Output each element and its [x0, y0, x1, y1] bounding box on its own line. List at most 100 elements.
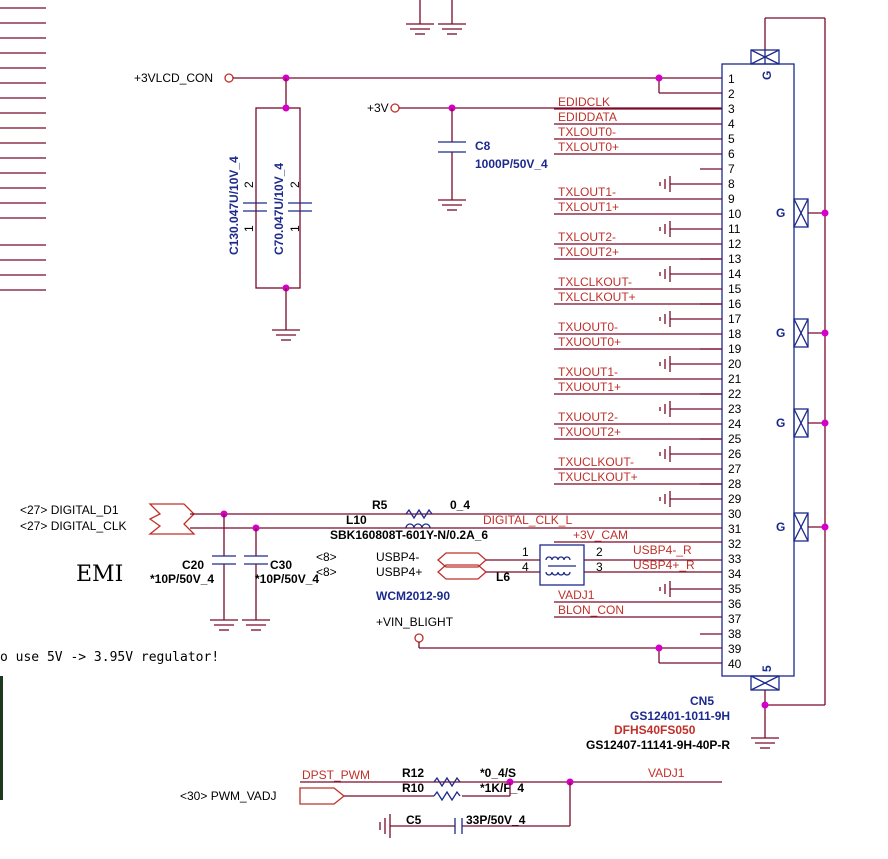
c5-val: 33P/50V_4 — [466, 813, 526, 827]
cn5-net-3: EDIDCLK — [558, 95, 610, 109]
dpst-pwm-net: DPST_PWM — [302, 768, 370, 782]
cn5-pin-4: 4 — [728, 117, 735, 131]
r5-val: 0_4 — [450, 498, 470, 512]
cn5-pin-37: 37 — [728, 612, 742, 626]
digital-clk-label: <27> DIGITAL_CLK — [20, 519, 127, 533]
svg-text:2: 2 — [288, 181, 302, 188]
cn5-pin-30: 30 — [728, 507, 742, 521]
cn5-pin-38: 38 — [728, 627, 742, 641]
cn5-net-25: TXUOUT2+ — [558, 425, 621, 439]
cn5-pin-11: 11 — [728, 222, 741, 236]
pwm-vadj-label: <30> PWM_VADJ — [180, 789, 276, 803]
left-dark-bar — [0, 676, 3, 800]
cn5-net-13: TXLOUT2+ — [558, 245, 619, 259]
svg-text:G: G — [776, 326, 785, 340]
svg-text:<8>: <8> — [316, 565, 337, 579]
c8-val: 1000P/50V_4 — [475, 157, 548, 171]
usbp4m-r-net: USBP4-_R — [633, 543, 692, 557]
l6-ref: L6 — [496, 570, 510, 584]
v3-cam-net: +3V_CAM — [573, 528, 628, 542]
svg-text:1: 1 — [288, 225, 302, 232]
cn5-pin-17: 17 — [728, 312, 742, 326]
cn5-net-16: TXLCLKOUT+ — [558, 290, 636, 304]
cn5-pin-24: 24 — [728, 417, 742, 431]
cn5-net-5: TXLOUT0- — [558, 125, 616, 139]
cn5-pin-25: 25 — [728, 432, 742, 446]
cn5-pn2: DFHS40FS050 — [614, 723, 696, 737]
cn5-nets: EDIDCLKEDIDDATATXLOUT0-TXLOUT0+TXLOUT1-T… — [554, 95, 722, 485]
emi-label: EMI — [76, 562, 123, 587]
cn5-pin-34: 34 — [728, 567, 742, 581]
cn5-pin-35: 35 — [728, 582, 742, 596]
cn5-net-9: TXLOUT1- — [558, 185, 616, 199]
cn5-pin-18: 18 — [728, 327, 742, 341]
cn5-net-12: TXLOUT2- — [558, 230, 616, 244]
cn5-pin-40: 40 — [728, 657, 742, 671]
l10-val: SBK160808T-601Y-N/0.2A_6 — [330, 528, 488, 542]
wcm-label: WCM2012-90 — [376, 589, 450, 603]
regulator-note: o use 5V -> 3.95V regulator! — [0, 650, 219, 665]
cn5-pin-5: 5 — [728, 132, 735, 146]
cn5-net-24: TXUOUT2- — [558, 410, 618, 424]
svg-text:3: 3 — [596, 560, 603, 574]
cn5-net-10: TXLOUT1+ — [558, 200, 619, 214]
svg-text:1: 1 — [242, 225, 256, 232]
vin-blight-label: +VIN_BLIGHT — [376, 615, 454, 629]
c13-label: C130.047U/10V_4 — [227, 156, 241, 255]
usbp4m-label: USBP4- — [376, 550, 419, 564]
r5-ref: R5 — [372, 498, 388, 512]
cn5-net-22: TXUOUT1+ — [558, 380, 621, 394]
digital-d1-label: <27> DIGITAL_D1 — [20, 503, 119, 517]
v3-label: +3V — [367, 101, 389, 115]
cn5-net-6: TXLOUT0+ — [558, 140, 619, 154]
svg-text:G: G — [760, 71, 774, 80]
cn5-net-15: TXLCLKOUT- — [558, 275, 632, 289]
cn5-pin-16: 16 — [728, 297, 742, 311]
usbp4p-r-net: USBP4+_R — [633, 558, 695, 572]
vlcd-label: +3VLCD_CON — [134, 71, 213, 85]
cn5-net-18: TXUOUT0- — [558, 320, 618, 334]
cn5-net-21: TXUOUT1- — [558, 365, 618, 379]
cn5-pin-21: 21 — [728, 372, 742, 386]
cn5-pin-32: 32 — [728, 537, 742, 551]
cn5-pin-23: 23 — [728, 402, 742, 416]
digital-clk-l-net: DIGITAL_CLK_L — [483, 513, 572, 527]
blon-net: BLON_CON — [558, 603, 624, 617]
cn5-pin-9: 9 — [728, 192, 735, 206]
svg-text:G: G — [776, 520, 785, 534]
left-bus-lines — [0, 7, 46, 291]
cn5-pin-26: 26 — [728, 447, 742, 461]
svg-text:2: 2 — [242, 181, 256, 188]
svg-text:2: 2 — [596, 545, 603, 559]
cn5-grounds — [659, 168, 722, 635]
cn5-pin-8: 8 — [728, 177, 735, 191]
cn5-pin-27: 27 — [728, 462, 742, 476]
c30-val: *10P/50V_4 — [255, 572, 319, 586]
c20-ref: C20 — [182, 558, 204, 572]
cn5-ref: CN5 — [690, 694, 714, 708]
cn5-pn1: GS12401-1011-9H — [630, 709, 730, 723]
l10-ref: L10 — [346, 513, 367, 527]
svg-text:4: 4 — [522, 560, 529, 574]
cn5-pin-39: 39 — [728, 642, 742, 656]
top-ground-symbols — [406, 0, 466, 35]
r12-ref: R12 — [402, 766, 424, 780]
c13-c7-box — [255, 107, 301, 289]
svg-text:1: 1 — [522, 545, 529, 559]
cn5-pin-1: 1 — [728, 72, 735, 86]
svg-text:5: 5 — [760, 665, 774, 672]
cn5-pin-12: 12 — [728, 237, 742, 251]
cn5-pin-36: 36 — [728, 597, 742, 611]
cn5-pin-13: 13 — [728, 252, 742, 266]
cn5-pin-15: 15 — [728, 282, 742, 296]
cn5-pin-14: 14 — [728, 267, 742, 281]
cn5-pin-3: 3 — [728, 102, 735, 116]
cn5-pin-6: 6 — [728, 147, 735, 161]
c7-label: C70.047U/10V_4 — [272, 163, 286, 255]
cn5-pin-29: 29 — [728, 492, 742, 506]
c30-ref: C30 — [270, 558, 292, 572]
cn5-net-4: EDIDDATA — [558, 110, 617, 124]
cn5-pins: 1234567891011121314151617181920212223242… — [728, 72, 742, 671]
cn5-pin-19: 19 — [728, 342, 742, 356]
